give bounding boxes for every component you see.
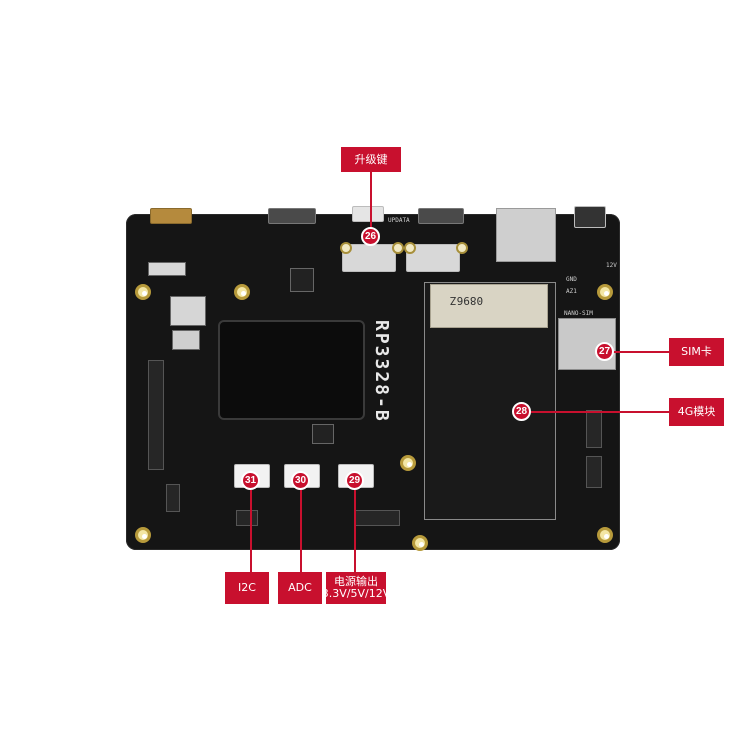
- callout-badge-27: 27: [595, 342, 614, 361]
- ic-chip: [170, 296, 206, 326]
- silk-nano-sim: NANO-SIM: [564, 310, 593, 317]
- mount-hole: [234, 284, 250, 300]
- slot-marking: 0896Z: [450, 294, 484, 307]
- callout-label-26: 升级键: [341, 147, 401, 172]
- callout-label-27: SIM卡: [669, 338, 724, 366]
- mount-hole: [597, 527, 613, 543]
- callout-line-31: [250, 490, 252, 572]
- callout-badge-28: 28: [512, 402, 531, 421]
- top-connector: [574, 206, 606, 228]
- mount-hole: [412, 535, 428, 551]
- callout-label-30: ADC: [278, 572, 322, 604]
- callout-line-27: [613, 351, 669, 353]
- button-hole: [340, 242, 352, 254]
- ic-chip: [312, 424, 334, 444]
- silk-12v: 12V: [606, 262, 617, 269]
- button-hole: [392, 242, 404, 254]
- top-connector: [418, 208, 464, 224]
- callout-badge-26: 26: [361, 227, 380, 246]
- callout-label-28: 4G模块: [669, 398, 724, 426]
- top-connector: [150, 208, 192, 224]
- callout-badge-31: 31: [241, 471, 260, 490]
- pin-header-right: [586, 456, 602, 488]
- callout-badge-30: 30: [291, 471, 310, 490]
- pin-header-right: [586, 410, 602, 448]
- silk-gnd: GND: [566, 276, 577, 283]
- button-block: [406, 244, 460, 272]
- callout-line-28: [530, 411, 669, 413]
- ic-chip: [172, 330, 200, 350]
- usb-connector: [496, 208, 556, 262]
- pin-header-bottom: [236, 510, 258, 526]
- callout-line-26: [370, 172, 372, 234]
- pin-header-bottom: [354, 510, 400, 526]
- top-connector: [352, 206, 384, 222]
- callout-label-29-line2: 3.3V/5V/12V: [321, 587, 391, 600]
- minipcie-connector: [430, 284, 548, 328]
- pin-header-left-small: [166, 484, 180, 512]
- core-module: [218, 320, 365, 420]
- mount-hole: [400, 455, 416, 471]
- ic-chip: [290, 268, 314, 292]
- button-hole: [404, 242, 416, 254]
- mount-hole: [597, 284, 613, 300]
- callout-label-29-line1: 电源输出: [334, 575, 378, 588]
- top-connector: [268, 208, 316, 224]
- callout-badge-29: 29: [345, 471, 364, 490]
- ic-chip: [148, 262, 186, 276]
- callout-line-30: [300, 490, 302, 572]
- callout-label-29: 电源输出 3.3V/5V/12V: [322, 572, 390, 604]
- callout-label-31: I2C: [225, 572, 269, 604]
- board-model: RP3328-B: [371, 320, 392, 423]
- button-hole: [456, 242, 468, 254]
- callout-line-29: [354, 490, 356, 572]
- silk-updata: UPDATA: [388, 217, 410, 224]
- mount-hole: [135, 284, 151, 300]
- pin-header-left: [148, 360, 164, 470]
- silk-az1: AZ1: [566, 288, 577, 295]
- mount-hole: [135, 527, 151, 543]
